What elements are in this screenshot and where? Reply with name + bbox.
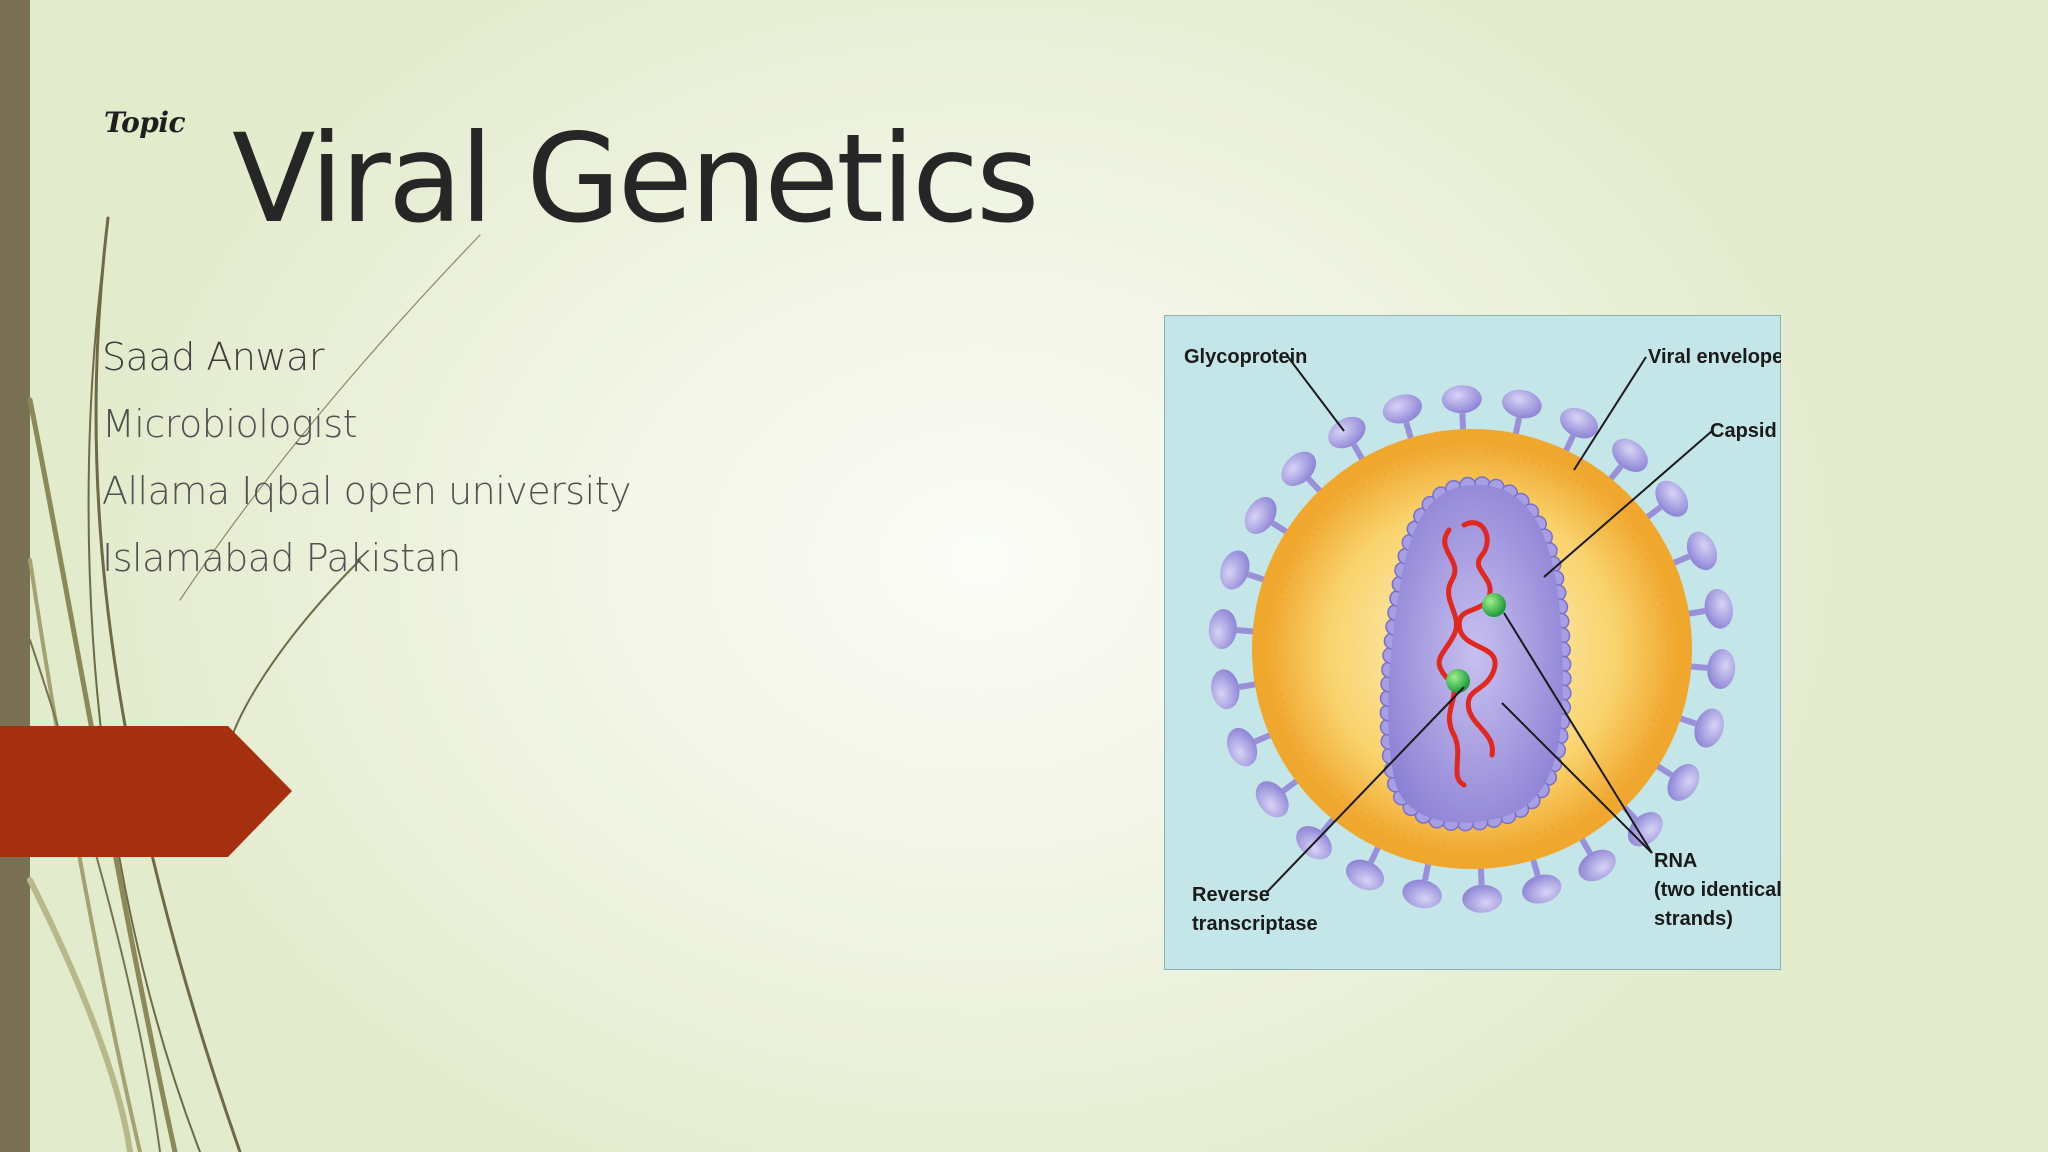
rna-strand-1 [1456, 520, 1498, 758]
left-accent-bar [0, 0, 30, 1152]
label-rna-line2: (two identical [1654, 879, 1781, 901]
glycoprotein-knob [1208, 609, 1237, 649]
glycoprotein-knob [1220, 550, 1250, 590]
label-rna-line1: RNA [1654, 850, 1697, 872]
topic-label: Topic [104, 106, 186, 139]
glycoprotein-knob [1382, 394, 1422, 424]
glycoprotein-knob [1686, 531, 1718, 571]
glycoprotein-knob [1694, 708, 1724, 748]
glycoprotein-knob [1211, 669, 1240, 710]
label-glycoprotein: Glycoprotein [1184, 346, 1307, 368]
author-location: Islamabad Pakistan [102, 536, 461, 580]
reverse-transcriptase-2 [1446, 669, 1470, 693]
reverse-transcriptase-1 [1482, 593, 1506, 617]
glycoprotein-knob [1655, 480, 1689, 517]
subtitle-block: Saad Anwar Microbiologist Allama Iqbal o… [102, 330, 632, 598]
glycoprotein-knob [1328, 416, 1366, 449]
capsid [1388, 484, 1563, 823]
label-reverse-transcriptase-line2: transcriptase [1192, 913, 1318, 935]
label-capsid: Capsid [1710, 420, 1777, 442]
author-name: Saad Anwar [102, 335, 324, 379]
glycoprotein-knob [1704, 588, 1733, 629]
glycoprotein-knob [1244, 497, 1277, 534]
glycoprotein-knob [1281, 451, 1317, 486]
glycoprotein-knob [1402, 879, 1442, 909]
slide-title: Viral Genetics [232, 108, 1040, 250]
glycoprotein-knob [1255, 781, 1289, 818]
glycoprotein-knob [1667, 764, 1700, 801]
glycoprotein-knob [1502, 389, 1542, 419]
glycoprotein-knob [1612, 438, 1648, 472]
label-viral-envelope: Viral envelope [1648, 346, 1781, 368]
glycoprotein-knob [1226, 727, 1258, 767]
glycoprotein-knob [1345, 859, 1384, 891]
author-university: Allama Iqbal open university [102, 469, 632, 513]
glycoprotein-knob [1441, 385, 1482, 414]
label-rna-line3: strands) [1654, 908, 1733, 930]
glycoprotein-knob [1462, 884, 1503, 913]
rna-strand-2 [1436, 527, 1467, 788]
label-reverse-transcriptase-line1: Reverse [1192, 884, 1270, 906]
glycoprotein-knob [1707, 649, 1736, 689]
accent-arrow-tab [0, 726, 292, 857]
glycoprotein-knob [1578, 849, 1616, 882]
glycoprotein-knob [1560, 407, 1599, 439]
hiv-virus-diagram: Glycoprotein Viral envelope Capsid RNA (… [1164, 315, 1781, 970]
author-role: Microbiologist [102, 402, 358, 446]
glycoprotein-knob [1522, 874, 1562, 904]
